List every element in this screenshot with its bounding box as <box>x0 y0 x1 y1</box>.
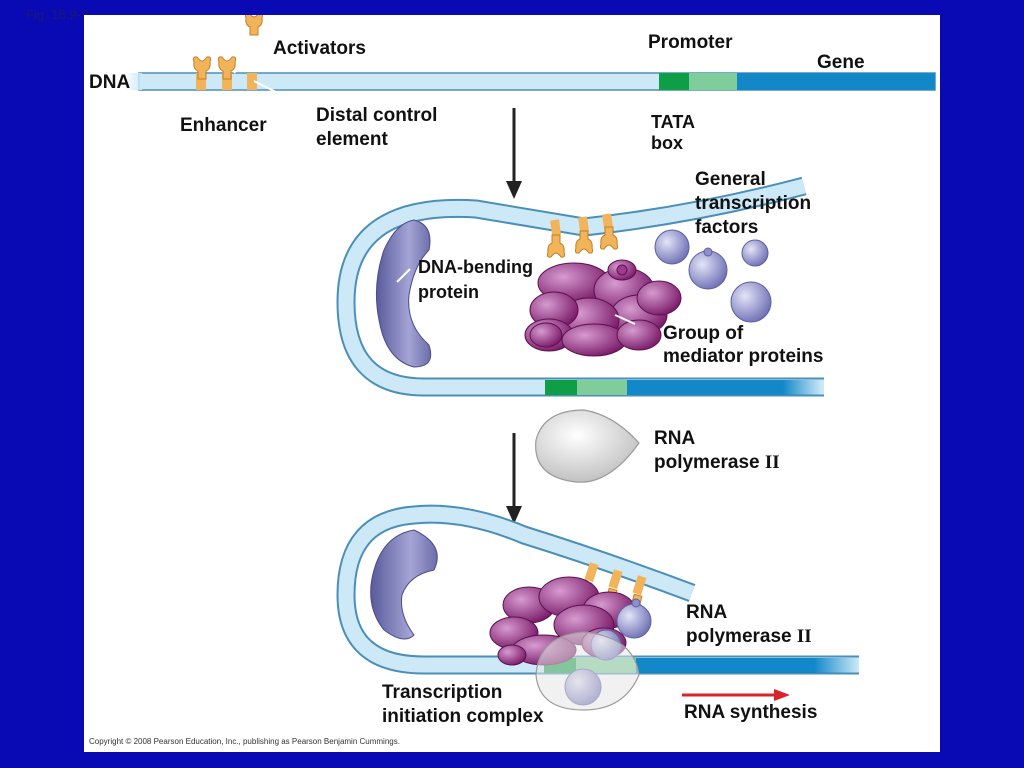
arrow-down-1 <box>506 108 522 199</box>
rna-polymerase-bound <box>535 631 640 711</box>
distal-control-label: Distal control element <box>316 105 438 150</box>
general-transcription-factors <box>654 229 772 323</box>
tata-box-segment <box>659 73 689 90</box>
mediator-proteins-label: Group of mediator proteins <box>663 323 824 367</box>
promoter-segment <box>689 73 737 90</box>
enhancer-activators <box>192 56 257 90</box>
mediator-cluster-middle <box>524 259 682 357</box>
dna-strand-top <box>124 72 936 91</box>
rna-synthesis-arrow <box>682 689 790 701</box>
gene-label: Gene <box>817 52 865 73</box>
gene-segment <box>737 73 935 90</box>
arrow-down-2 <box>506 433 522 524</box>
figure-label: Fig. 18.9-3 <box>26 7 89 22</box>
loop-activators-bottom <box>573 562 647 620</box>
rna-polymerase-label-2: RNA polymerase II <box>686 602 812 647</box>
enhancer-label: Enhancer <box>180 115 267 136</box>
copyright-notice: Copyright © 2008 Pearson Education, Inc.… <box>89 737 400 746</box>
rna-polymerase-label-1: RNA polymerase II <box>654 428 780 473</box>
tata-box-label: TATA box <box>651 112 695 153</box>
loop-activators-middle <box>546 213 619 258</box>
dna-loop-middle <box>336 176 824 397</box>
dna-bending-protein-label: DNA-bending protein <box>418 257 533 302</box>
diagram-panel: Activators DNA Enhancer Distal control e… <box>84 15 940 752</box>
rna-synthesis-label: RNA synthesis <box>684 702 818 723</box>
free-activator <box>244 15 264 36</box>
transcription-initiation-complex-label: Transcription initiation complex <box>382 682 544 727</box>
dna-bending-protein-bottom <box>370 529 438 640</box>
diagram-svg <box>124 15 936 711</box>
general-transcription-factors-label: General transcription factors <box>695 169 812 238</box>
dna-bending-protein <box>375 219 432 368</box>
activators-label: Activators <box>273 38 366 59</box>
dna-label: DNA <box>89 72 131 93</box>
promoter-label: Promoter <box>648 32 733 53</box>
rna-polymerase-free <box>535 409 640 483</box>
